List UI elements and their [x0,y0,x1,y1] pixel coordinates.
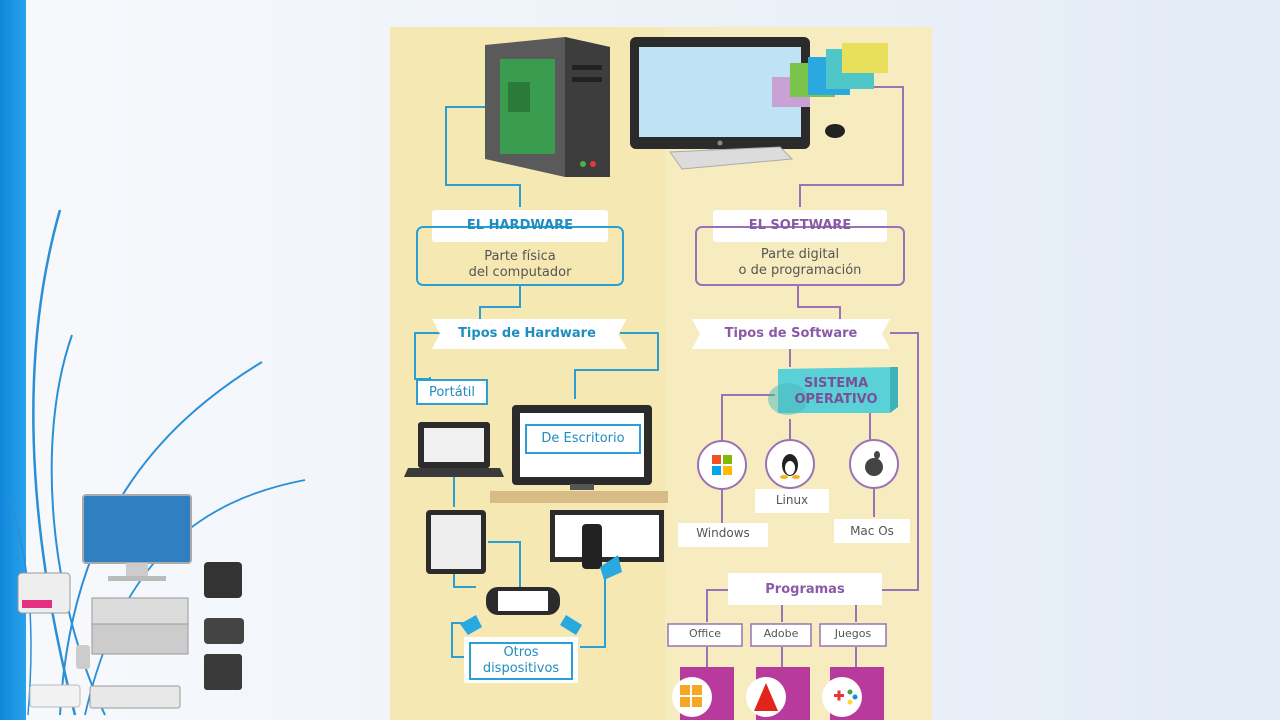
monitor-illustration [630,37,888,170]
os-linux-label: Linux [775,493,809,507]
devices-illustration [17,494,244,709]
software-desc-line1: Parte digital [760,247,840,262]
so-label-line2: OPERATIVO [794,392,878,407]
so-label-line1: SISTEMA [803,376,869,391]
software-desc-line2: o de programación [738,263,862,278]
os-icons [697,439,899,490]
program-juegos-label: Juegos [834,627,872,640]
program-icons [672,667,884,720]
hardware-types-label: Tipos de Hardware [458,326,596,341]
hardware-desc-line1: Parte física [484,249,556,264]
program-office-label: Office [688,627,722,640]
programas-label: Programas [765,582,845,597]
infographic-graphics [390,27,932,720]
handheld-illustration [460,587,582,635]
tower-illustration [485,37,610,177]
os-windows-label: Windows [696,526,750,540]
hardware-desc-line2: del computador [468,265,572,280]
tablet-illustration [426,510,486,574]
software-title: EL SOFTWARE [748,218,852,233]
hardware-title: EL HARDWARE [466,218,574,233]
otros-label-line1: Otros [503,645,539,660]
os-macos-label: Mac Os [850,524,894,538]
escritorio-label: De Escritorio [541,431,625,446]
tv-illustration [550,510,664,569]
laptop-illustration [404,422,504,477]
portatil-label: Portátil [428,385,476,400]
software-types-label: Tipos de Software [724,326,858,341]
infographic: EL HARDWARE Parte física del computador … [390,27,932,720]
otros-label-line2: dispositivos [482,661,560,676]
program-adobe-label: Adobe [763,627,799,640]
